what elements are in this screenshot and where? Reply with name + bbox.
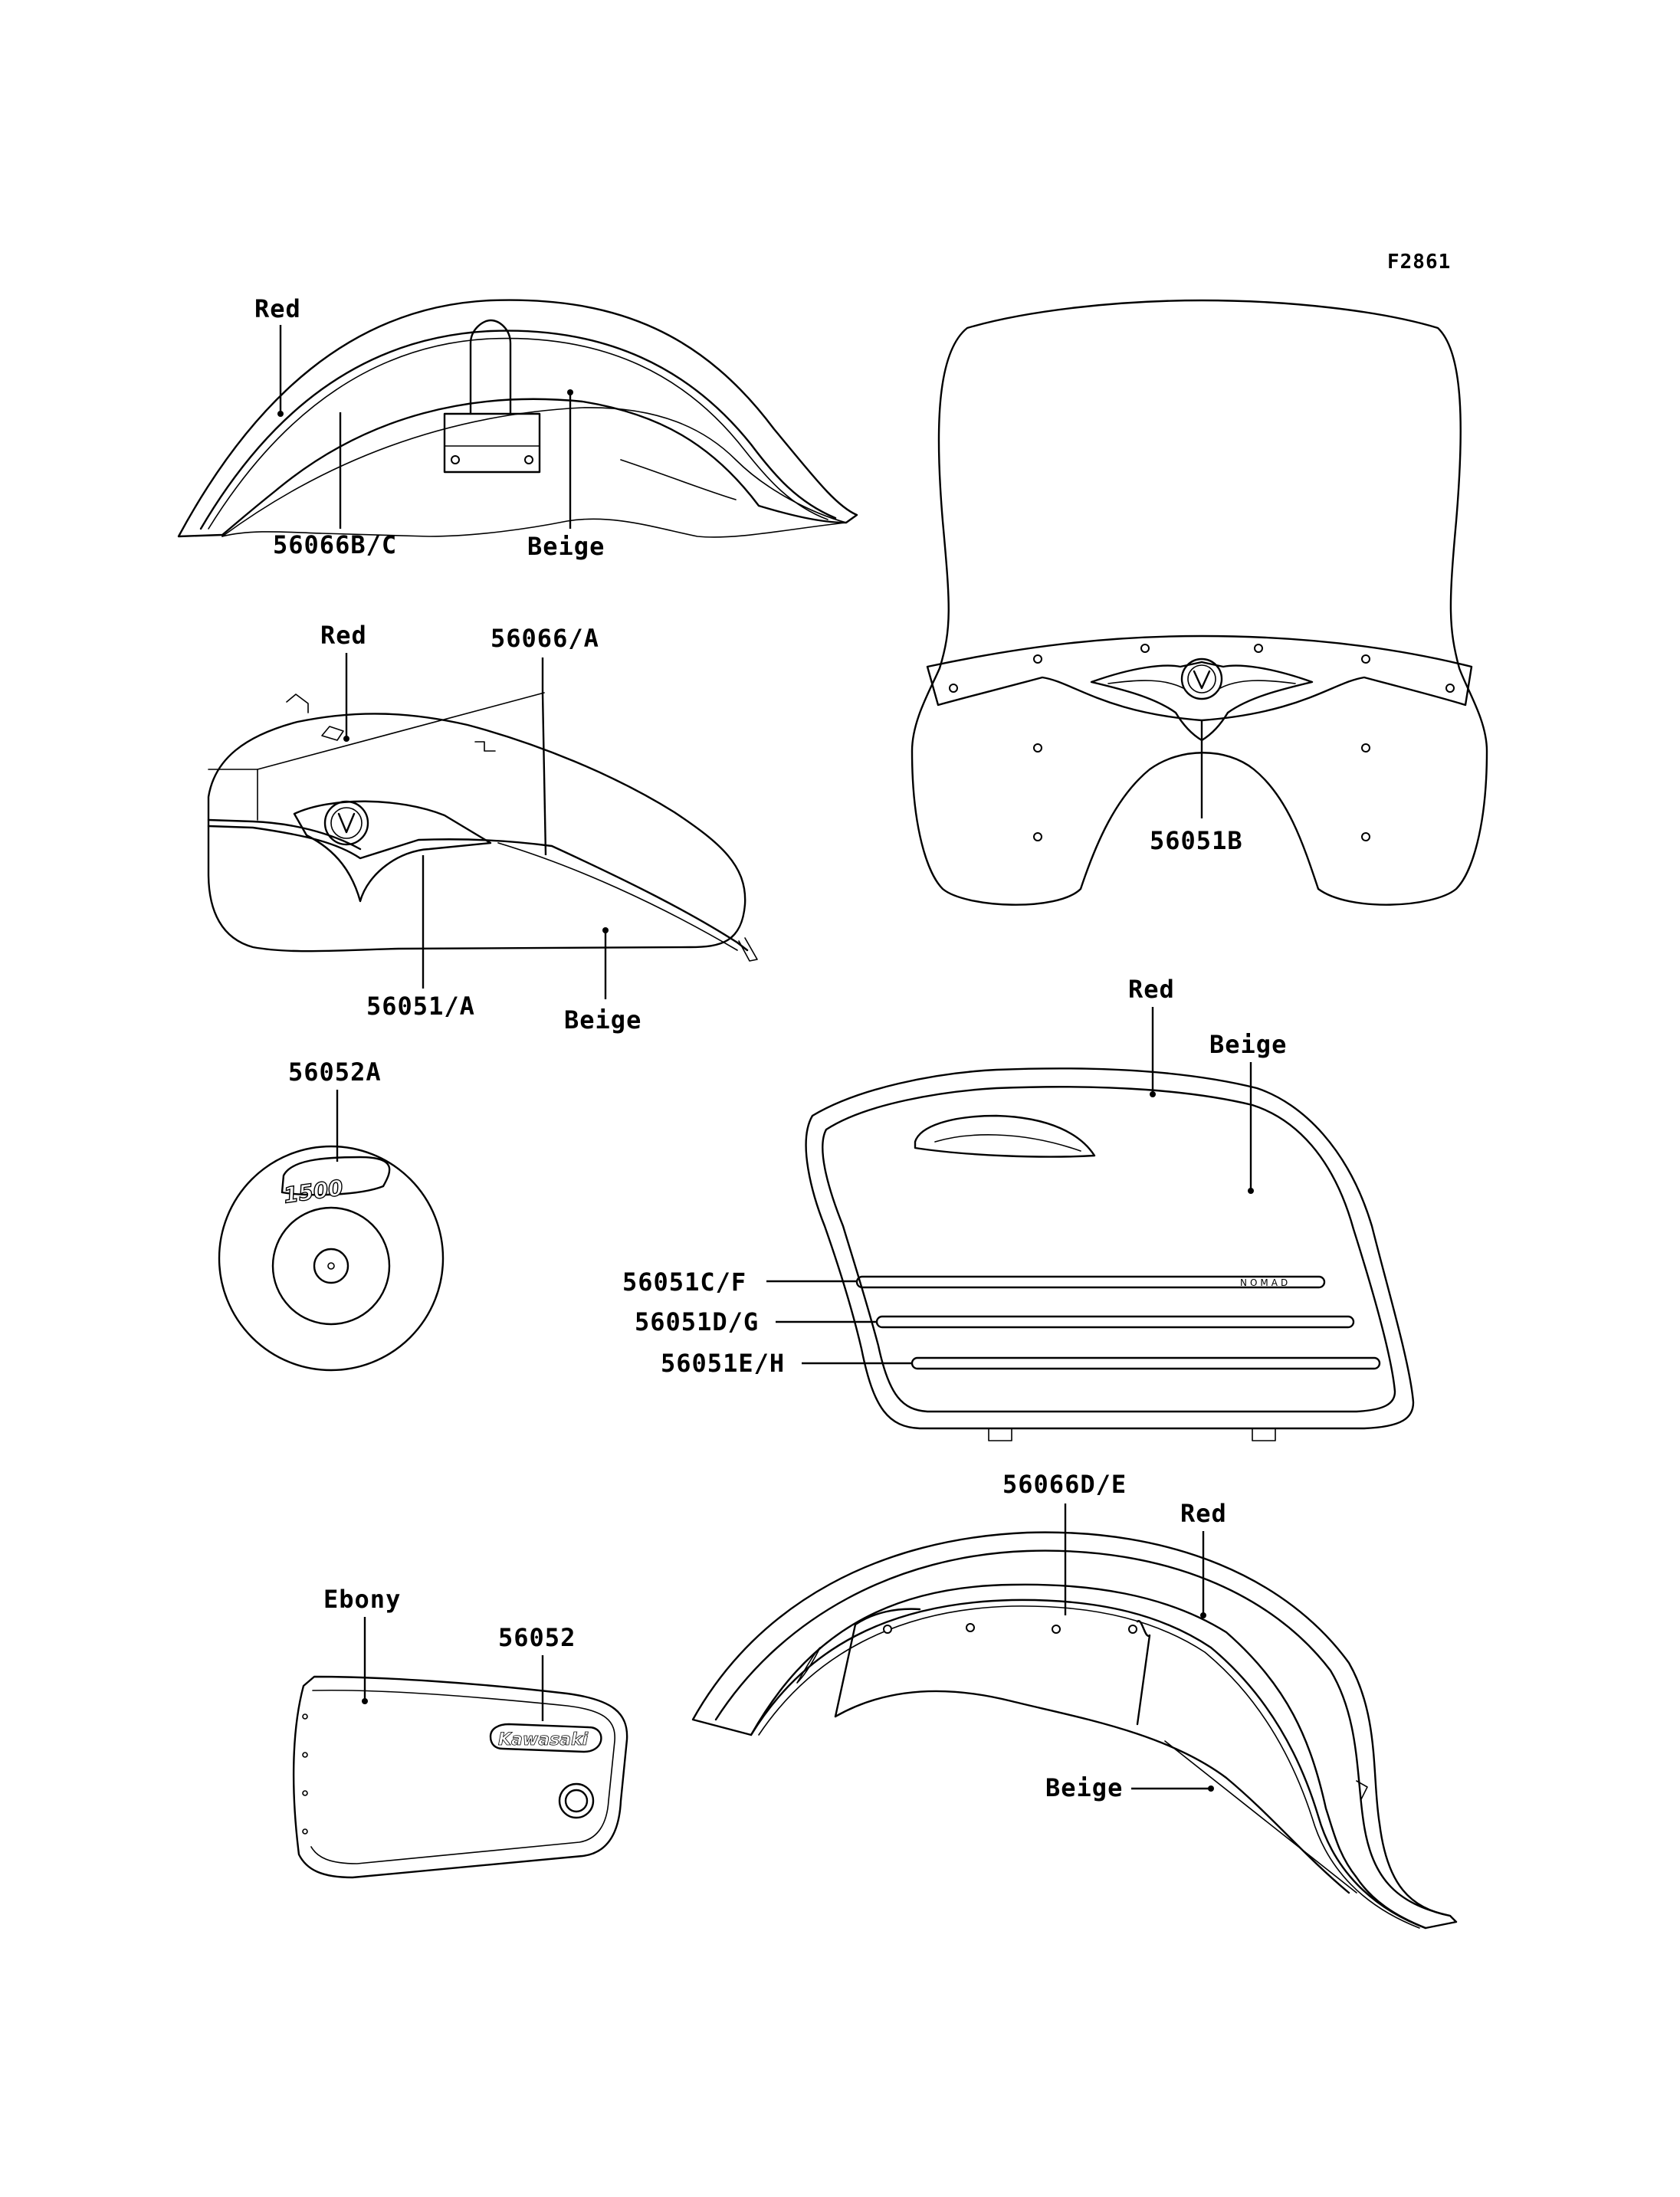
side-panel-ebony-label: Ebony: [323, 1585, 401, 1614]
saddlebag-red-label: Red: [1128, 975, 1175, 1004]
windshield: [911, 299, 1488, 906]
tank-emblem-part-label: 56051/A: [366, 992, 475, 1021]
front-fender-red-label: Red: [254, 294, 301, 323]
front-fender-beige-label: Beige: [527, 532, 605, 561]
tank-beige-label: Beige: [564, 1005, 641, 1035]
side-panel-part-label: 56052: [498, 1623, 576, 1652]
rear-fender-red-label: Red: [1180, 1499, 1227, 1528]
front-fender: [177, 299, 858, 538]
fuel-tank: [207, 692, 758, 962]
windshield-part-label: 56051B: [1150, 826, 1243, 855]
rear-fender: [691, 1531, 1458, 1930]
rear-fender-part-label: 56066D/E: [1002, 1470, 1127, 1499]
rear-fender-beige-label: Beige: [1045, 1773, 1123, 1802]
tank-stripe-part-label: 56066/A: [491, 624, 599, 653]
badge-cover: 1500: [218, 1145, 445, 1372]
badge-number-text: 1500: [282, 1175, 345, 1208]
saddlebag-stripe1-label: 56051C/F: [622, 1267, 746, 1297]
front-fender-part-label: 56066B/C: [273, 530, 397, 559]
badge-part-label: 56052A: [288, 1058, 382, 1087]
side-panel: Kawasaki: [292, 1675, 628, 1879]
saddlebag-beige-label: Beige: [1209, 1030, 1287, 1059]
nomad-script: NOMAD: [1240, 1277, 1291, 1288]
saddlebag-stripe3-label: 56051E/H: [661, 1349, 785, 1378]
tank-red-label: Red: [320, 621, 367, 650]
figure-code: F2861: [1387, 251, 1451, 274]
saddlebag-stripe2-label: 56051D/G: [635, 1307, 759, 1336]
kawasaki-logo: Kawasaki: [498, 1730, 589, 1749]
saddlebag: NOMAD: [805, 1067, 1415, 1441]
